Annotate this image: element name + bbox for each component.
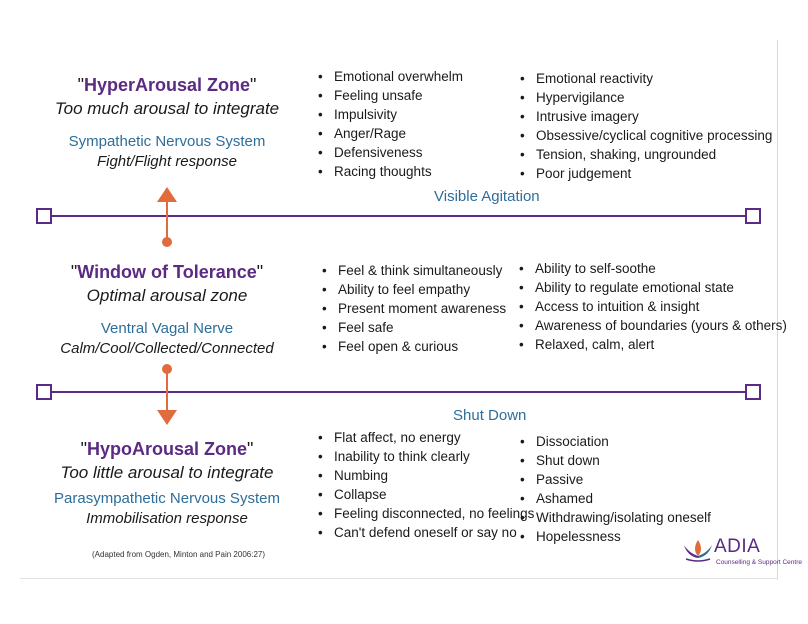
list-item: Present moment awareness <box>322 299 506 318</box>
zone-nerve: Ventral Vagal Nerve <box>100 320 234 337</box>
list-item: Hopelessness <box>520 527 711 546</box>
visible-agitation-label: Visible Agitation <box>434 188 540 205</box>
list-item: Passive <box>520 470 711 489</box>
list-item: Intrusive imagery <box>520 107 772 126</box>
lotus-icon <box>684 540 712 562</box>
zone-response: Immobilisation response <box>86 510 248 527</box>
list-item: Relaxed, calm, alert <box>519 335 787 354</box>
hypoarousal-zone-heading: "HypoArousal Zone" Too little arousal to… <box>37 438 297 529</box>
window-list-2: Ability to self-sootheAbility to regulat… <box>519 259 787 354</box>
list-item: Collapse <box>318 485 534 504</box>
list-item: Access to intuition & insight <box>519 297 787 316</box>
upper-threshold-right-marker <box>745 208 761 224</box>
list-item: Numbing <box>318 466 534 485</box>
list-item: Emotional reactivity <box>520 69 772 88</box>
arrow-up-icon <box>157 187 177 247</box>
zone-subtitle: Optimal arousal zone <box>86 286 248 305</box>
window-list-1: Feel & think simultaneouslyAbility to fe… <box>322 261 506 356</box>
list-item: Ashamed <box>520 489 711 508</box>
upper-threshold-left-marker <box>36 208 52 224</box>
zone-response: Fight/Flight response <box>96 153 238 170</box>
list-item: Ability to regulate emotional state <box>519 278 787 297</box>
list-item: Shut down <box>520 451 711 470</box>
hyperarousal-list-1: Emotional overwhelmFeeling unsafeImpulsi… <box>318 67 463 181</box>
list-item: Inability to think clearly <box>318 447 534 466</box>
logo-name: ADIA <box>714 536 761 557</box>
list-item: Ability to self-soothe <box>519 259 787 278</box>
list-item: Emotional overwhelm <box>318 67 463 86</box>
list-item: Feeling unsafe <box>318 86 463 105</box>
hyperarousal-zone-heading: "HyperArousal Zone" Too much arousal to … <box>37 74 297 172</box>
arrow-down-icon <box>157 364 177 425</box>
zone-nerve: Sympathetic Nervous System <box>68 133 266 150</box>
list-item: Feel & think simultaneously <box>322 261 506 280</box>
frame-border-bottom <box>20 578 778 579</box>
list-item: Defensiveness <box>318 143 463 162</box>
zone-subtitle: Too little arousal to integrate <box>60 463 274 482</box>
adia-logo: ADIA Counselling & Support Centre <box>680 536 802 572</box>
zone-title: "HypoArousal Zone" <box>80 439 254 459</box>
list-item: Impulsivity <box>318 105 463 124</box>
zone-nerve: Parasympathetic Nervous System <box>54 490 280 507</box>
logo-tagline: Counselling & Support Centre <box>716 559 802 566</box>
list-item: Dissociation <box>520 432 711 451</box>
hypoarousal-list-2: DissociationShut downPassiveAshamedWithd… <box>520 432 711 546</box>
list-item: Feel safe <box>322 318 506 337</box>
window-of-tolerance-heading: "Window of Tolerance" Optimal arousal zo… <box>37 261 297 359</box>
list-item: Anger/Rage <box>318 124 463 143</box>
list-item: Racing thoughts <box>318 162 463 181</box>
hypoarousal-list-1: Flat affect, no energyInability to think… <box>318 428 534 542</box>
zone-subtitle: Too much arousal to integrate <box>54 99 280 118</box>
list-item: Feeling disconnected, no feelings <box>318 504 534 523</box>
source-footnote: (Adapted from Ogden, Minton and Pain 200… <box>92 550 265 559</box>
lower-threshold-left-marker <box>36 384 52 400</box>
shut-down-label: Shut Down <box>453 407 527 424</box>
zone-response: Calm/Cool/Collected/Connected <box>60 340 274 357</box>
zone-title: "Window of Tolerance" <box>70 262 264 282</box>
zone-title: "HyperArousal Zone" <box>77 75 257 95</box>
list-item: Can't defend oneself or say no <box>318 523 534 542</box>
list-item: Awareness of boundaries (yours & others) <box>519 316 787 335</box>
list-item: Hypervigilance <box>520 88 772 107</box>
list-item: Flat affect, no energy <box>318 428 534 447</box>
list-item: Ability to feel empathy <box>322 280 506 299</box>
lower-threshold-right-marker <box>745 384 761 400</box>
list-item: Obsessive/cyclical cognitive processing <box>520 126 772 145</box>
list-item: Withdrawing/isolating oneself <box>520 508 711 527</box>
list-item: Poor judgement <box>520 164 772 183</box>
list-item: Tension, shaking, ungrounded <box>520 145 772 164</box>
hyperarousal-list-2: Emotional reactivityHypervigilanceIntrus… <box>520 69 772 183</box>
list-item: Feel open & curious <box>322 337 506 356</box>
